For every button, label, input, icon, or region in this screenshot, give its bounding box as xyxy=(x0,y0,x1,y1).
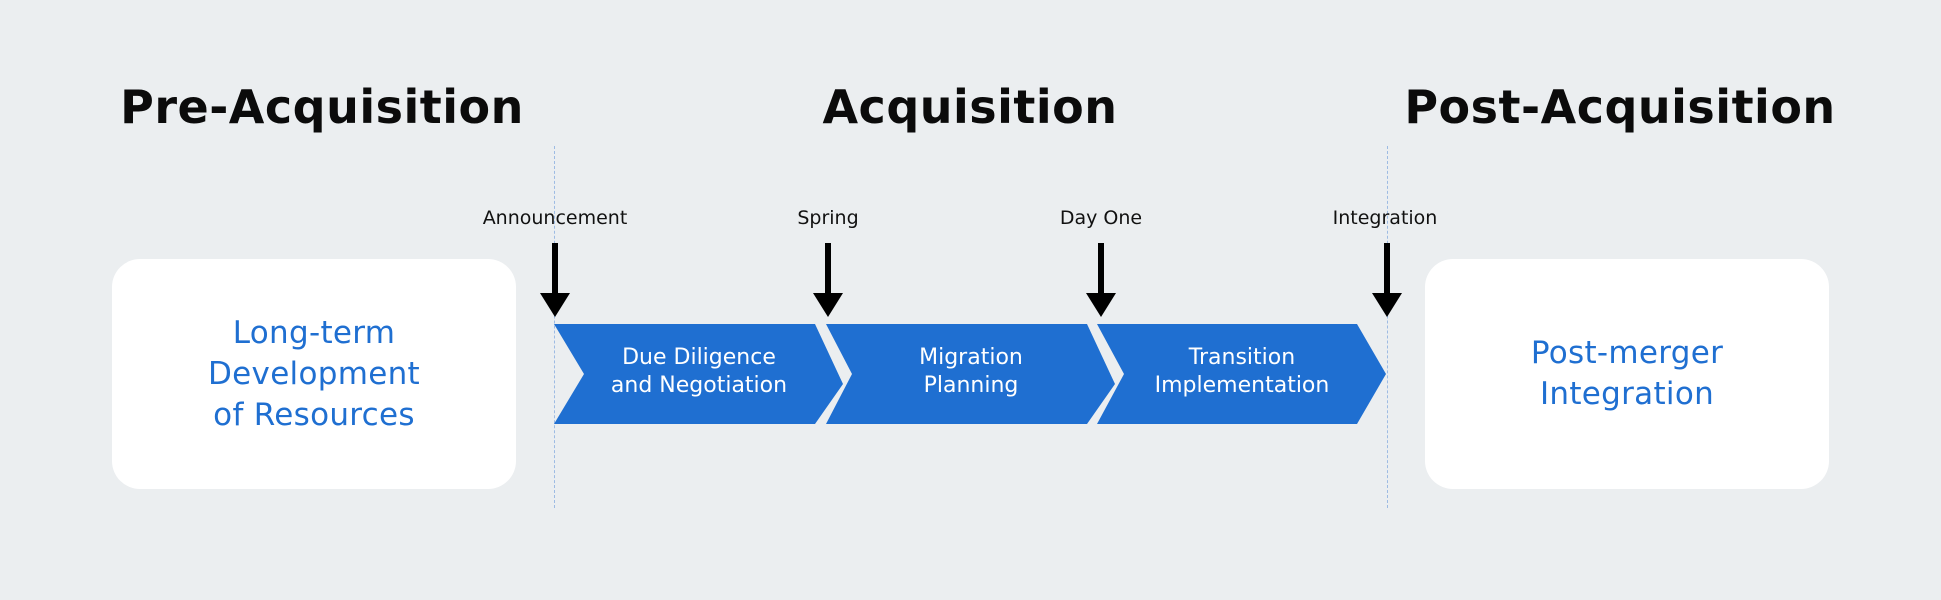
divider-left xyxy=(554,146,555,508)
card-pre-acquisition-text: Long-term Development of Resources xyxy=(208,314,420,433)
stage-label-3: Transition Implementation xyxy=(1154,345,1330,398)
milestone-label-spring: Spring xyxy=(797,207,859,229)
phase-title-pre: Pre-Acquisition xyxy=(120,80,524,134)
arrow-down-icon xyxy=(1372,243,1402,317)
chevron-stage-2 xyxy=(826,324,1115,424)
divider-right xyxy=(1387,146,1388,508)
milestone-label-integration: Integration xyxy=(1332,207,1438,229)
arrow-down-icon xyxy=(813,243,843,317)
stage-label-2: Migration Planning xyxy=(919,345,1023,398)
chevron-stage-3 xyxy=(1097,324,1386,424)
stage-label-1: Due Diligence and Negotiation xyxy=(610,345,788,398)
card-post-acquisition-text: Post-merger Integration xyxy=(1530,335,1724,412)
card-post-acquisition: Post-merger Integration xyxy=(1425,259,1829,489)
milestone-label-announcement: Announcement xyxy=(482,207,628,229)
arrow-down-icon xyxy=(540,243,570,317)
arrow-down-icon xyxy=(1086,243,1116,317)
phase-title-acquisition: Acquisition xyxy=(822,80,1118,134)
card-pre-acquisition: Long-term Development of Resources xyxy=(112,259,516,489)
phase-title-post: Post-Acquisition xyxy=(1404,80,1836,134)
chevron-stage-1 xyxy=(554,324,843,424)
milestone-label-day-one: Day One xyxy=(1059,207,1143,229)
